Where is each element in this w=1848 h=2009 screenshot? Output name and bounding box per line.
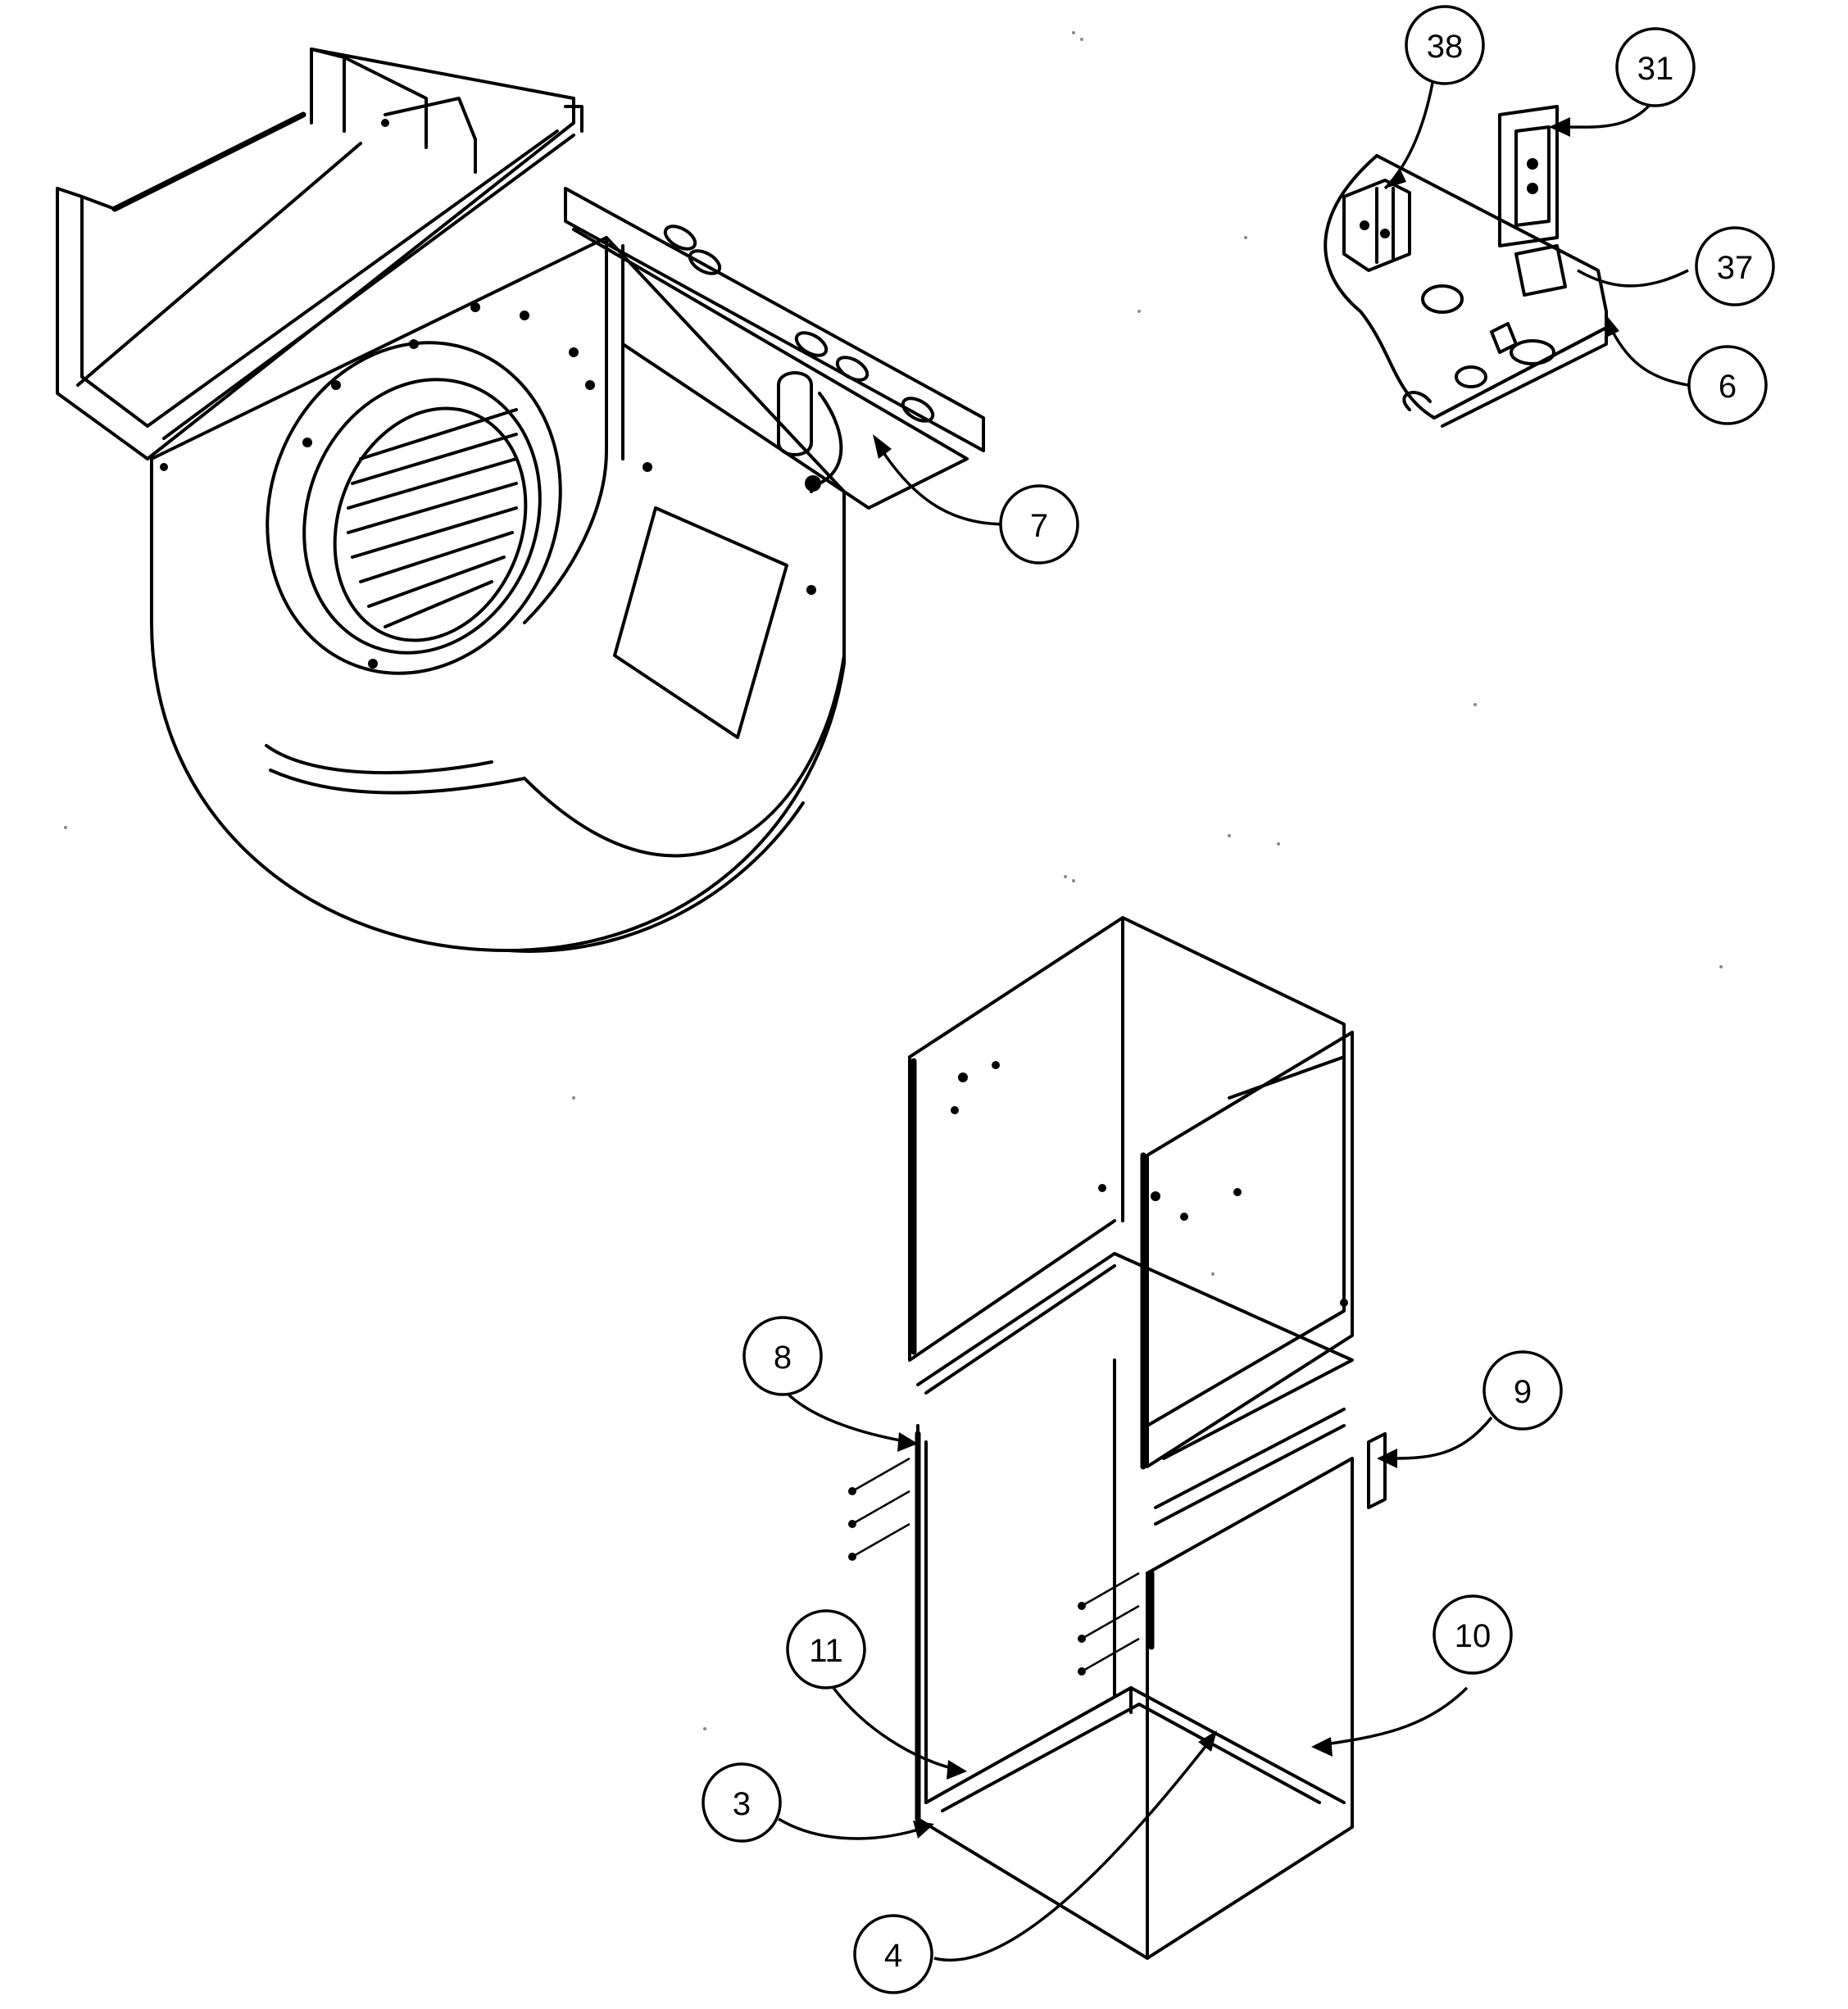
scan-specks (64, 31, 1723, 1730)
callout-label: 31 (1637, 51, 1674, 87)
callout-label: 10 (1455, 1618, 1492, 1654)
callout-7: 7 (999, 484, 1079, 565)
callout-label: 4 (884, 1938, 902, 1974)
callout-6: 6 (1687, 345, 1768, 425)
callout-38: 38 (1405, 5, 1485, 85)
callout-31: 31 (1615, 27, 1696, 107)
leader-lines (778, 73, 1689, 1962)
callout-label: 8 (774, 1340, 792, 1376)
screws (848, 1457, 1140, 1676)
callout-label: 37 (1717, 250, 1754, 286)
callout-label: 38 (1427, 29, 1464, 65)
callout-4: 4 (853, 1914, 933, 1994)
cabinet-assembly (848, 916, 1387, 1960)
callout-37: 37 (1695, 226, 1775, 306)
callout-label: 7 (1030, 508, 1048, 544)
callout-11: 11 (786, 1609, 866, 1689)
callout-label: 11 (809, 1633, 843, 1669)
callout-9: 9 (1482, 1350, 1563, 1431)
callout-label: 6 (1719, 369, 1737, 405)
callout-label: 9 (1514, 1374, 1532, 1410)
blower-wheel-blades (347, 408, 518, 628)
callout-10: 10 (1433, 1594, 1513, 1675)
callout-8: 8 (742, 1316, 823, 1396)
callout-3: 3 (702, 1762, 782, 1843)
control-box-assembly (1324, 105, 1608, 428)
blower-assembly (56, 48, 985, 953)
callout-label: 3 (733, 1786, 751, 1822)
